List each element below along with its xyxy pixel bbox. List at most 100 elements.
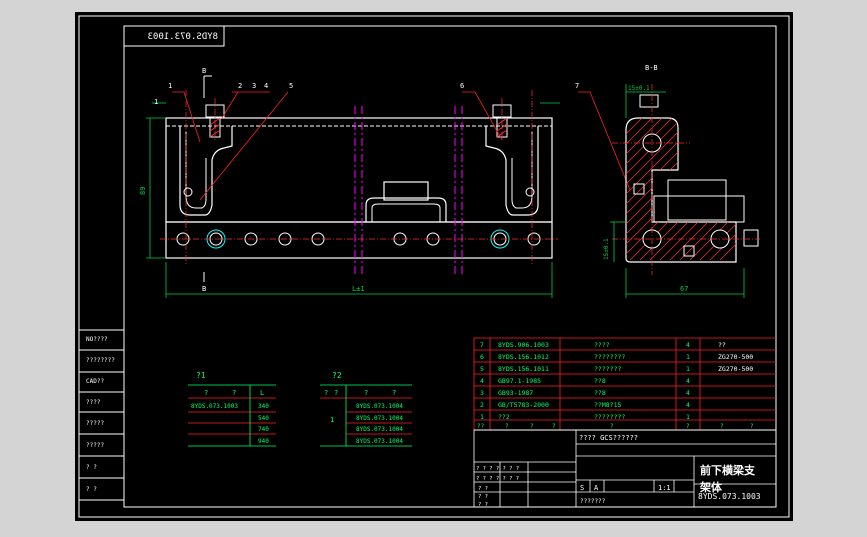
bom-h0: ?? (477, 423, 485, 430)
view-label-b-bottom: B (202, 285, 206, 293)
bom-cell-no: 6 (480, 353, 484, 361)
t1-h0: ? (204, 389, 208, 397)
title-block: ???? GCS?????? ? ? ? ? ? ? ? ? ? ? ? ? ?… (473, 429, 777, 508)
bom-cell-name: ???????? (594, 413, 625, 421)
t1-r0-c1: 340 (258, 403, 269, 410)
dim-top-right: 15±0.1 (628, 85, 650, 92)
left-col-text-5: ????? (86, 442, 104, 449)
bom-h5: ? (686, 423, 690, 430)
t1-r3-c1: 940 (258, 438, 269, 445)
bom-cell-qty: 4 (686, 377, 690, 385)
table2-title: ?2 (332, 371, 342, 380)
balloon-5: 5 (289, 82, 293, 90)
bom-h6: ? (720, 423, 724, 430)
bom-cell-qty: 4 (686, 341, 690, 349)
section-label: B-B (645, 64, 658, 72)
bom-cell-name: ???????? (594, 353, 625, 361)
bom-cell-qty: 1 (686, 413, 690, 421)
mirrored-number-box (123, 25, 225, 47)
t2-r2: 8YDS.073.1004 (356, 426, 403, 433)
bom-cell-qty: 1 (686, 353, 690, 361)
bom-cell-code: 8YDS.156.1012 (498, 353, 549, 361)
bom-cell-qty: 1 (686, 365, 690, 373)
tb-drawing-no: 8YDS.073.1003 (698, 492, 761, 501)
left-col-text-0: NO???? (86, 336, 108, 343)
balloon-1-side: 1 (154, 98, 158, 106)
bom-h1: ? (505, 423, 509, 430)
bom-cell-note: ZG270-500 (718, 353, 753, 361)
bom-cell-note: ?? (718, 341, 726, 349)
bom-cell-no: 3 (480, 389, 484, 397)
t2-r1: 8YDS.073.1004 (356, 415, 403, 422)
section-outline (625, 117, 737, 263)
bom-cell-no: 7 (480, 341, 484, 349)
balloon-3: 3 (252, 82, 256, 90)
bom-cell-qty: 4 (686, 401, 690, 409)
balloon-2: 2 (238, 82, 242, 90)
t2-h2: ? (364, 389, 368, 397)
tb-stage: S (580, 484, 584, 492)
bom-cell-name: ??????? (594, 365, 621, 373)
center-block (383, 181, 429, 201)
bom-cell-code: GB/T5783-2000 (498, 401, 549, 409)
tb-part-name-1: 前下横梁支 (700, 463, 756, 477)
tb-stage-a: A (594, 484, 599, 492)
t1-h2: L (260, 389, 264, 397)
bom-cell-code: 8YDS.906.1003 (498, 341, 549, 349)
bottom-rail (165, 221, 553, 259)
bom-cell-code: ??2 (498, 413, 510, 421)
tb-row-4: ? ? (478, 502, 488, 508)
bom-rows: 7 8YDS.906.1003???? 4?? 6 8YDS.156.1012?????… (480, 341, 753, 421)
bom-cell-name: ??8 (594, 377, 606, 385)
sheet-background (75, 12, 793, 521)
left-col-text-3: ???? (86, 399, 101, 406)
table-1: ?1 ? ? L 8YDS.073.1003 340 540 740 940 (188, 371, 276, 447)
bom-cell-name: ??8 (594, 389, 606, 397)
bom-cell-note: ZG270-500 (718, 365, 753, 373)
balloon-4: 4 (264, 82, 268, 90)
inner-frame (123, 25, 777, 508)
dim-height-left: 89 (139, 187, 147, 195)
left-col-text-1: ???????? (86, 357, 115, 364)
tb-row-0: ? ? ? ? ? ? ? (476, 466, 519, 472)
bom-cell-no: 5 (480, 365, 484, 373)
tb-project: ???? GCS?????? (579, 434, 638, 442)
t1-r2-c1: 740 (258, 426, 269, 433)
outer-frame (78, 15, 790, 518)
balloon-1: 1 (168, 82, 172, 90)
balloon-7: 7 (575, 82, 579, 90)
dim-length-bottom: L±1 (352, 285, 365, 293)
mirrored-drawing-number: 8YDS.073.1003 (148, 32, 218, 42)
left-col-text-6: ? ? (86, 464, 97, 471)
t1-r0-c0: 8YDS.073.1003 (191, 403, 238, 410)
bom-h2: ? (530, 423, 534, 430)
front-view: B B 89 L±1 1 2 3 4 5 6 7 (139, 67, 631, 298)
bom-cell-no: 2 (480, 401, 484, 409)
left-col-text-7: ? ? (86, 486, 97, 493)
tb-scale: 1:1 (658, 484, 671, 492)
left-bracket (179, 126, 233, 216)
bom-h3: ? (552, 423, 556, 430)
tb-part-name-2: 架体 (699, 480, 723, 494)
table1-title: ?1 (196, 371, 206, 380)
bom-h4: ? (610, 423, 614, 430)
bom-cell-qty: 4 (686, 389, 690, 397)
t2-r0: 8YDS.073.1004 (356, 403, 403, 410)
bom-cell-name: ???? (594, 341, 610, 349)
bom-cell-no: 1 (480, 413, 484, 421)
bom-h7: ? (750, 423, 754, 430)
bom-cell-code: GB97.1-1985 (498, 377, 541, 385)
left-column: NO???? ???????? CAD?? ???? ????? ????? ?… (79, 329, 124, 501)
bom-cell-code: GB93-1987 (498, 389, 533, 397)
t2-h1: ? (334, 389, 338, 397)
t2-h0: ? (324, 389, 328, 397)
t1-h1: ? (232, 389, 236, 397)
view-label-b-top: B (202, 67, 206, 75)
t2-r3: 8YDS.073.1004 (356, 438, 403, 445)
table-2: ?2 ? ? ? ? 1 8YDS.073.1004 8YDS.073.1004… (320, 371, 412, 447)
left-col-text-4: ????? (86, 420, 104, 427)
bom-cell-name: ??M8?15 (594, 401, 621, 409)
tb-row-1: ? ? ? ? ? ? ? (476, 476, 519, 482)
